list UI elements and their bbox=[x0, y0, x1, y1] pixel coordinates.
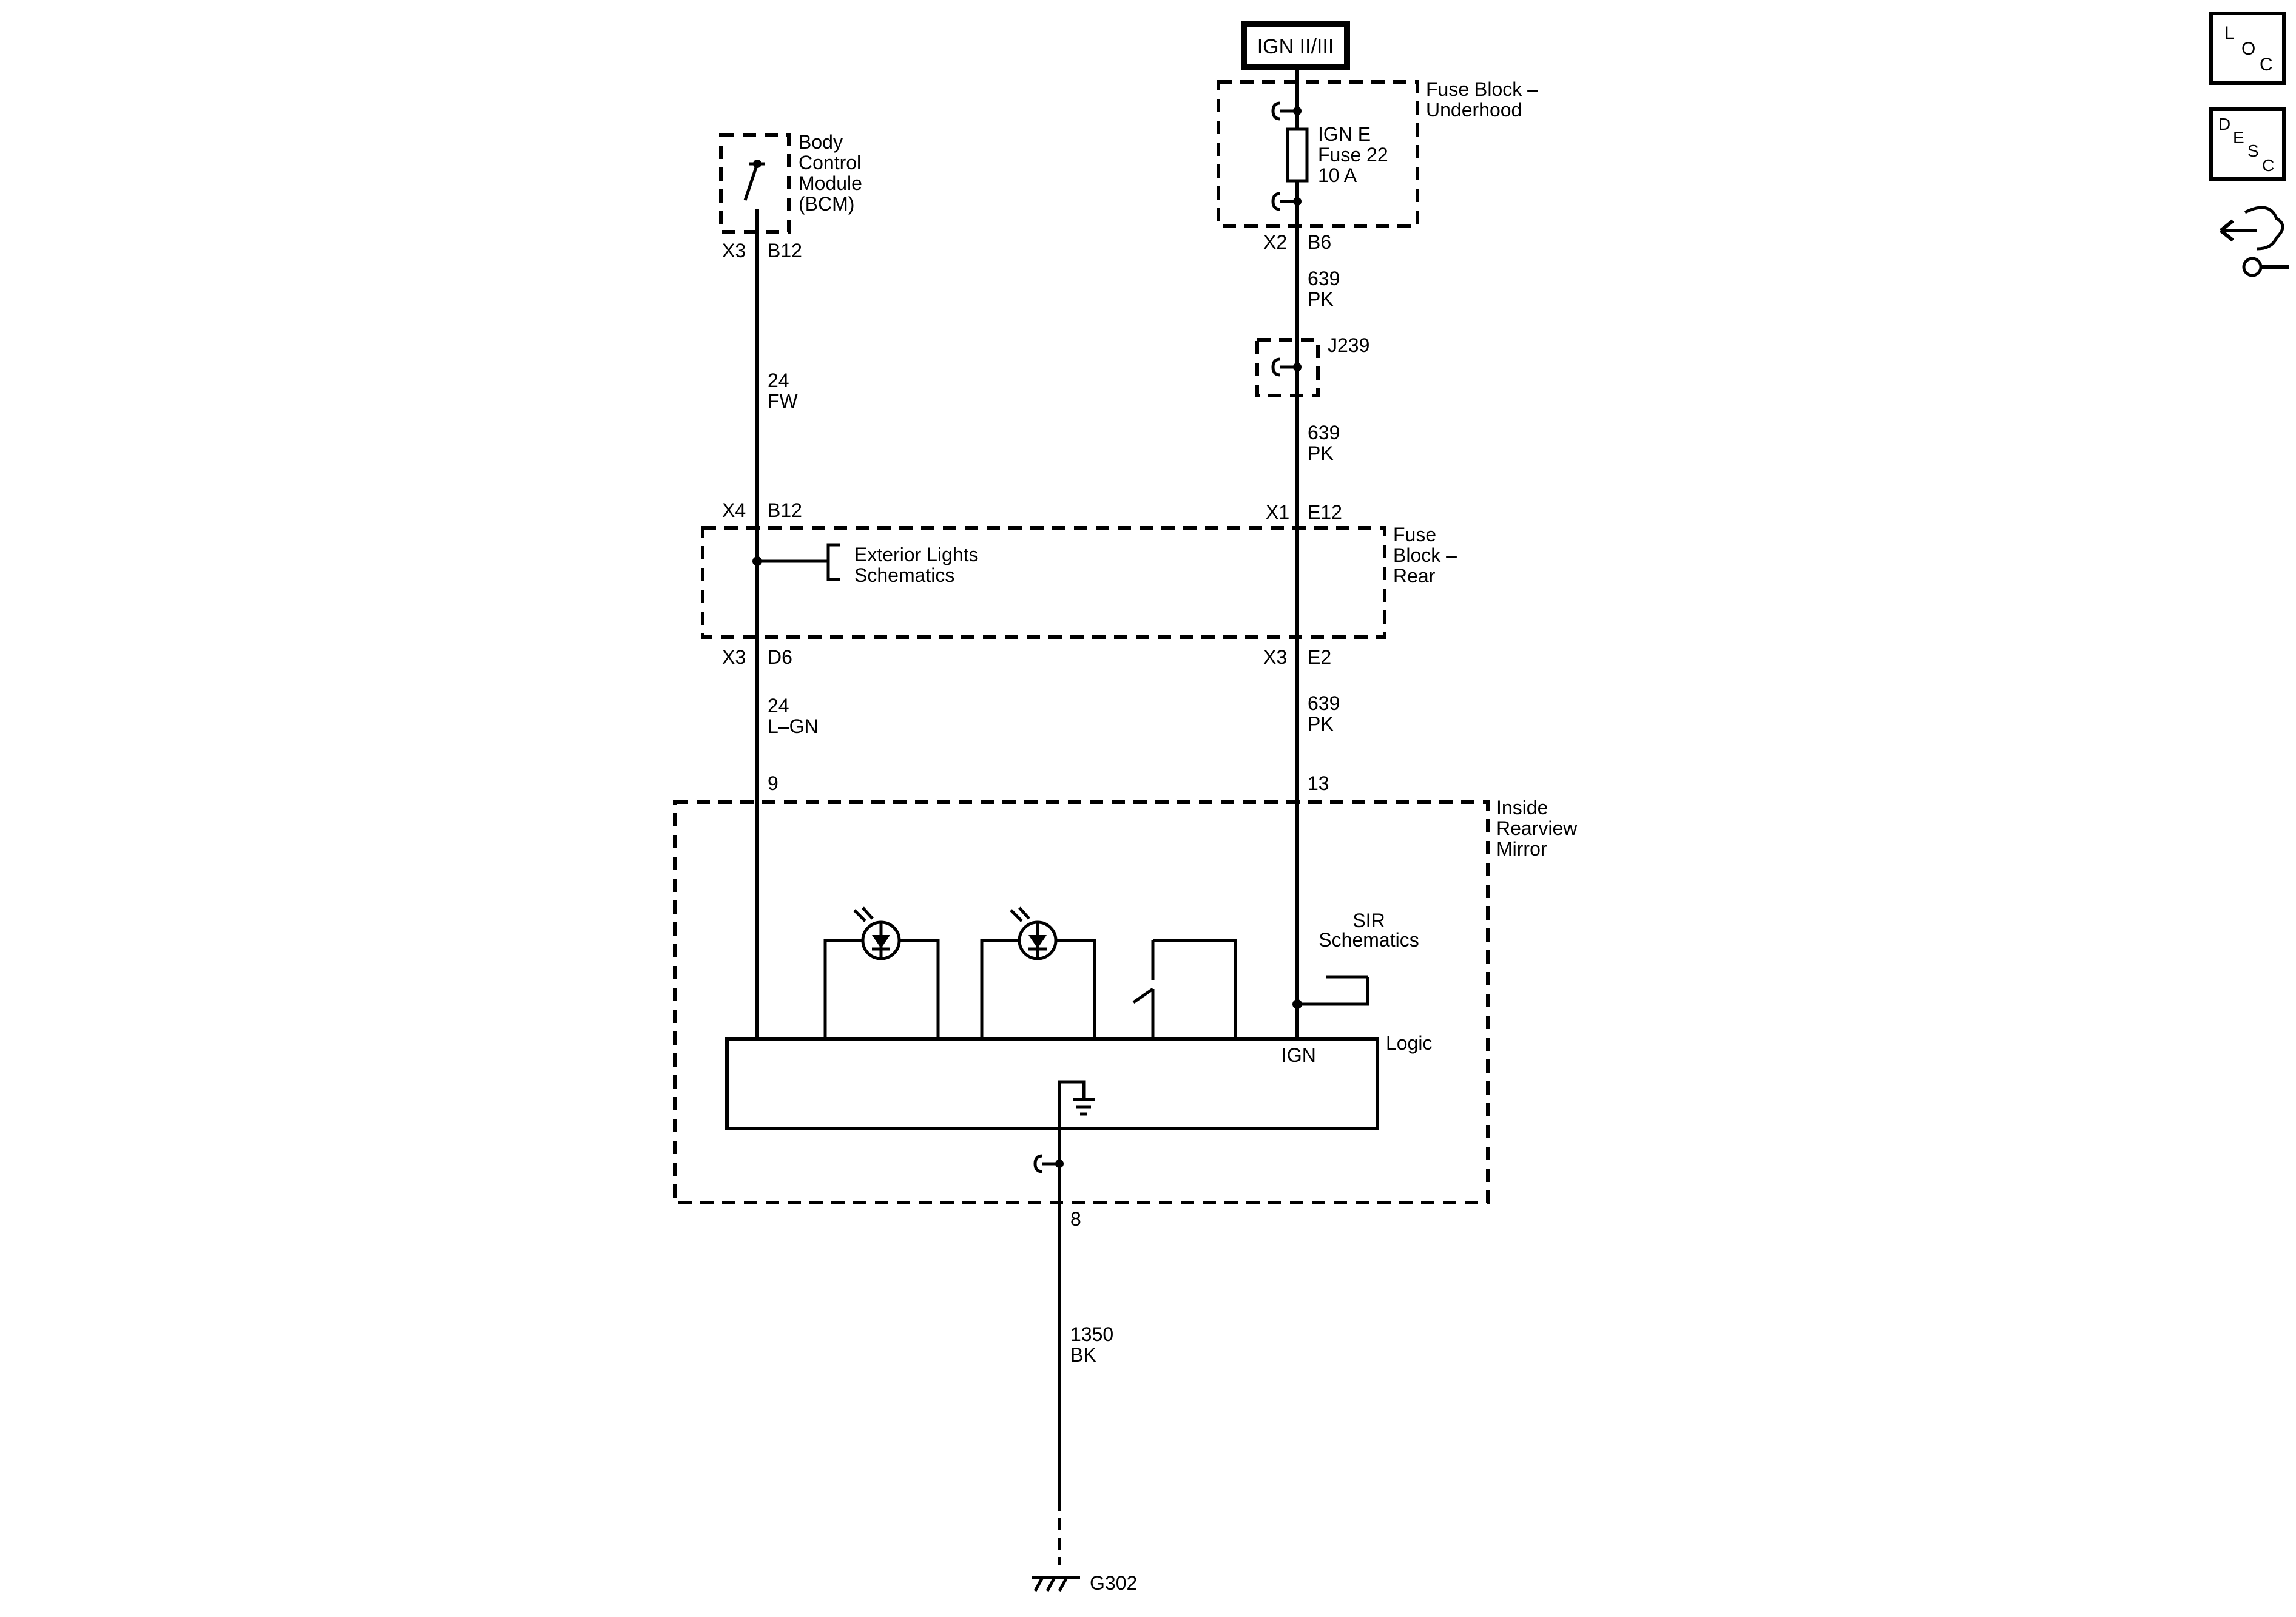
left-wire-2-circuit: 24 bbox=[768, 695, 789, 717]
rear-right-in-pin: E12 bbox=[1308, 501, 1342, 523]
ign-wire-3-color: PK bbox=[1308, 713, 1334, 735]
bcm-label-4: (BCM) bbox=[799, 193, 854, 215]
rear-left-in-connector: X4 bbox=[722, 499, 746, 521]
ign-wire-1-color: PK bbox=[1308, 288, 1334, 310]
mirror-label-2: Rearview bbox=[1496, 817, 1578, 839]
inside-rearview-mirror[interactable]: Inside Rearview Mirror SIR Schema bbox=[673, 797, 1578, 1204]
splice-j239[interactable]: J239 bbox=[1255, 334, 1369, 397]
power-source-box[interactable]: IGN II/III bbox=[1241, 21, 1350, 70]
mirror-left-pin: 9 bbox=[768, 772, 778, 794]
desc-letter-c: C bbox=[2262, 156, 2274, 175]
mirror-label-3: Mirror bbox=[1496, 838, 1547, 860]
ign-wire-1-circuit: 639 bbox=[1308, 268, 1340, 289]
chassis-ground-icon bbox=[1058, 1080, 1095, 1116]
switch-icon bbox=[743, 163, 759, 201]
bcm-label-3: Module bbox=[799, 172, 862, 194]
ign-wire-3-circuit: 639 bbox=[1308, 692, 1340, 714]
sir-ref-1[interactable]: SIR bbox=[1352, 910, 1385, 931]
ground-label: G302 bbox=[1090, 1572, 1137, 1594]
schematic-ref-bracket-icon[interactable] bbox=[826, 543, 840, 581]
left-wire-2-color: L–GN bbox=[768, 715, 819, 737]
bcm-label-2: Control bbox=[799, 152, 861, 174]
light-sensor-icon bbox=[1010, 906, 1058, 960]
rear-right-out-connector: X3 bbox=[1263, 646, 1287, 668]
fuse-block-underhood-label-2: Underhood bbox=[1426, 99, 1522, 121]
mirror-right-pin: 13 bbox=[1308, 772, 1329, 794]
loc-letter-l: L bbox=[2224, 23, 2235, 43]
loc-letter-c: C bbox=[2260, 55, 2273, 75]
rear-right-out-pin: E2 bbox=[1308, 646, 1331, 668]
ground-pin: 8 bbox=[1070, 1208, 1081, 1230]
rear-left-in-pin: B12 bbox=[768, 499, 802, 521]
fuse-block-underhood-label-1: Fuse Block – bbox=[1426, 78, 1538, 100]
bcm-connector: X3 bbox=[722, 240, 746, 262]
bcm-pin: B12 bbox=[768, 240, 802, 262]
fuse-number: Fuse 22 bbox=[1318, 144, 1388, 166]
left-wire-1-color: FW bbox=[768, 390, 799, 412]
sir-ref-2[interactable]: Schematics bbox=[1319, 929, 1419, 951]
exterior-lights-ref-1[interactable]: Exterior Lights bbox=[854, 544, 979, 565]
logic-block[interactable] bbox=[725, 1037, 1379, 1130]
light-sensor-icon bbox=[853, 906, 901, 960]
body-control-module[interactable]: Body Control Module (BCM) bbox=[719, 131, 862, 234]
fuse-block-rear-label-1: Fuse bbox=[1393, 524, 1436, 545]
desc-letter-e: E bbox=[2233, 128, 2244, 147]
underhood-pin: B6 bbox=[1308, 231, 1331, 253]
exterior-lights-ref-2[interactable]: Schematics bbox=[854, 564, 954, 586]
power-source-label: IGN II/III bbox=[1257, 35, 1334, 58]
logic-label: Logic bbox=[1386, 1032, 1433, 1054]
mirror-switch-icon bbox=[1132, 939, 1237, 1039]
rear-left-out-connector: X3 bbox=[722, 646, 746, 668]
ign-wire-2-color: PK bbox=[1308, 442, 1334, 464]
rear-left-out-pin: D6 bbox=[768, 646, 792, 668]
mirror-label-1: Inside bbox=[1496, 797, 1548, 819]
fuse-name: IGN E bbox=[1318, 123, 1371, 145]
splice-label: J239 bbox=[1328, 334, 1369, 356]
left-wire-1-circuit: 24 bbox=[768, 370, 789, 391]
fuse-block-rear-label-2: Block – bbox=[1393, 544, 1457, 566]
ign-label: IGN bbox=[1281, 1044, 1316, 1066]
loc-letter-o: O bbox=[2241, 39, 2255, 59]
fuse-block-rear[interactable]: Fuse Block – Rear Exterior Lights Schema… bbox=[701, 524, 1457, 639]
connector-tool-icon[interactable] bbox=[2220, 206, 2289, 277]
ground-symbol-icon bbox=[1032, 1576, 1080, 1592]
ground-wire-color: BK bbox=[1070, 1344, 1096, 1366]
fuse-icon bbox=[1286, 127, 1309, 183]
ground-wire-circuit: 1350 bbox=[1070, 1323, 1113, 1345]
fuse-block-rear-label-3: Rear bbox=[1393, 565, 1436, 587]
underhood-connector: X2 bbox=[1263, 231, 1287, 253]
ign-wire-2-circuit: 639 bbox=[1308, 422, 1340, 444]
loc-icon[interactable]: L O C bbox=[2209, 12, 2286, 85]
rear-right-in-connector: X1 bbox=[1266, 501, 1289, 523]
desc-icon[interactable]: D E S C bbox=[2209, 107, 2286, 181]
fuse-block-underhood[interactable]: Fuse Block – Underhood IGN E Fuse 22 10 … bbox=[1217, 78, 1538, 228]
desc-letter-d: D bbox=[2218, 115, 2230, 133]
bcm-label-1: Body bbox=[799, 131, 843, 153]
desc-letter-s: S bbox=[2247, 141, 2259, 160]
fuse-rating: 10 A bbox=[1318, 164, 1357, 186]
